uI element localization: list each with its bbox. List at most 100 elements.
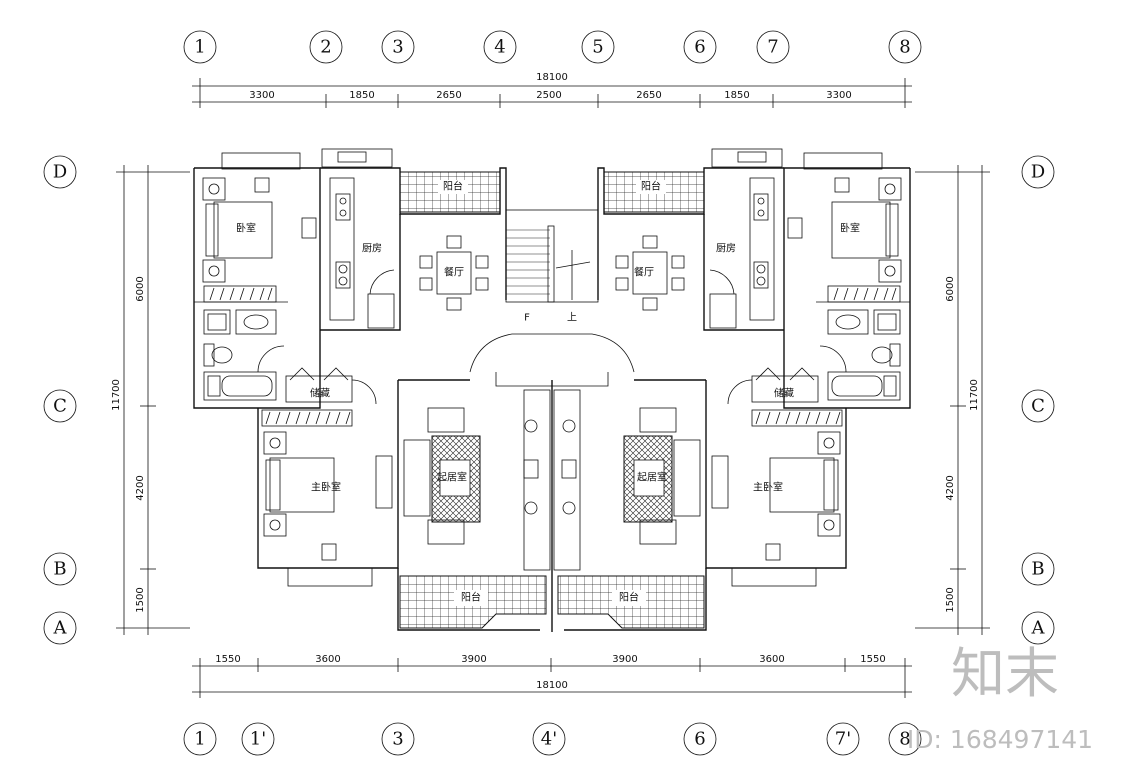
axis-bubble-right-C: C (1021, 389, 1055, 423)
watermark: 知末 ID: 168497141 (907, 642, 1093, 754)
svg-text:起居室: 起居室 (437, 471, 467, 484)
svg-text:厨房: 厨房 (716, 242, 736, 255)
svg-text:阳台: 阳台 (443, 180, 463, 193)
axis-bubble-bottom-8: 8 (888, 722, 922, 756)
svg-text:阳台: 阳台 (619, 591, 639, 604)
left-dining: 餐厅 (419, 235, 489, 311)
left-bathroom (203, 309, 285, 401)
right-master-bedroom: 主卧室 (711, 409, 843, 561)
left-bedroom: 卧室 (202, 177, 317, 283)
bottom-dim-1: 1550 (215, 654, 240, 665)
right-storage: 储藏 (727, 367, 819, 405)
svg-text:1': 1' (250, 729, 266, 750)
svg-text:卧室: 卧室 (840, 222, 860, 235)
stairwell: F 上 (469, 209, 635, 571)
axis-bubble-bottom-3: 3 (381, 722, 415, 756)
svg-text:储藏: 储藏 (310, 387, 330, 400)
balcony-top-right: 阳台 (603, 171, 705, 213)
bottom-dim-6: 1550 (860, 654, 885, 665)
right-living: 起居室 (561, 407, 701, 545)
svg-text:B: B (1031, 559, 1044, 580)
left-axis-bubbles: D C B A (43, 155, 77, 645)
axis-bubble-bottom-1p: 1' (241, 722, 275, 756)
axis-bubble-top-7: 7 (756, 30, 790, 64)
left-storage: 储藏 (285, 367, 377, 405)
bottom-dimensions: 1550 3600 3900 3900 3600 1550 18100 (192, 654, 912, 698)
top-dimensions: 18100 3300 1850 2650 2500 2650 1850 3300 (192, 72, 912, 108)
balcony-top-left: 阳台 (399, 171, 501, 213)
right-dim-1: 6000 (945, 276, 956, 301)
svg-text:6: 6 (694, 729, 705, 750)
left-total-dim: 11700 (111, 379, 122, 411)
stair-down-label: F (524, 313, 530, 324)
axis-bubble-bottom-4p: 4' (532, 722, 566, 756)
left-master-bay-window (287, 567, 373, 587)
svg-text:厨房: 厨房 (362, 242, 382, 255)
svg-text:A: A (53, 618, 68, 639)
top-dim-7: 3300 (826, 90, 851, 101)
svg-text:7': 7' (835, 729, 851, 750)
axis-bubble-top-4: 4 (483, 30, 517, 64)
bottom-dim-2: 3600 (315, 654, 340, 665)
bottom-dim-4: 3900 (612, 654, 637, 665)
top-window-bays (221, 148, 883, 170)
svg-text:B: B (53, 559, 66, 580)
axis-bubble-bottom-1: 1 (183, 722, 217, 756)
right-master-bay-window (731, 567, 817, 587)
axis-bubble-right-A: A (1021, 611, 1055, 645)
svg-text:储藏: 储藏 (774, 387, 794, 400)
right-closet (827, 285, 901, 303)
axis-bubble-top-3: 3 (381, 30, 415, 64)
axis-bubble-left-A: A (43, 611, 77, 645)
svg-text:D: D (1031, 162, 1045, 183)
svg-text:餐厅: 餐厅 (634, 266, 654, 279)
axis-bubble-top-8: 8 (888, 30, 922, 64)
left-dimensions: 11700 6000 4200 1500 (111, 165, 190, 635)
balcony-bottom-right: 阳台 (557, 575, 705, 629)
axis-bubble-top-2: 2 (309, 30, 343, 64)
watermark-id: ID: 168497141 (907, 725, 1093, 754)
axis-bubble-right-B: B (1021, 552, 1055, 586)
svg-text:阳台: 阳台 (641, 180, 661, 193)
axis-bubble-left-B: B (43, 552, 77, 586)
right-dimensions: 11700 6000 4200 1500 (915, 165, 990, 635)
right-total-dim: 11700 (969, 379, 980, 411)
right-bedroom: 卧室 (787, 177, 902, 283)
axis-bubble-top-5: 5 (581, 30, 615, 64)
svg-text:8: 8 (899, 729, 910, 750)
left-closet (203, 285, 277, 303)
svg-text:C: C (1031, 396, 1045, 417)
top-dim-6: 1850 (724, 90, 749, 101)
stair-up-label: 上 (567, 312, 577, 324)
svg-text:C: C (53, 396, 67, 417)
svg-text:4: 4 (494, 37, 505, 58)
building-walls (193, 167, 911, 632)
svg-text:1: 1 (194, 729, 205, 750)
svg-text:2: 2 (320, 37, 331, 58)
axis-bubble-right-D: D (1021, 155, 1055, 189)
right-dim-3: 1500 (945, 587, 956, 612)
balcony-bottom-left: 阳台 (399, 575, 547, 629)
bottom-axis-bubbles: 1 1' 3 4' 6 7' 8 (183, 722, 922, 756)
top-dim-4: 2500 (536, 90, 561, 101)
right-dining: 餐厅 (615, 235, 685, 311)
left-master-bedroom: 主卧室 (261, 409, 393, 561)
top-axis-bubbles: 1 2 3 4 5 6 7 8 (183, 30, 922, 64)
left-dim-1: 6000 (135, 276, 146, 301)
axis-bubble-top-6: 6 (683, 30, 717, 64)
left-kitchen: 厨房 (329, 177, 395, 329)
svg-text:主卧室: 主卧室 (753, 481, 783, 494)
top-dim-5: 2650 (636, 90, 661, 101)
axis-bubble-bottom-6: 6 (683, 722, 717, 756)
svg-text:3: 3 (392, 729, 403, 750)
top-total-dim: 18100 (536, 72, 568, 83)
bottom-total-dim: 18100 (536, 680, 568, 691)
right-axis-bubbles: D C B A (1021, 155, 1055, 645)
axis-bubble-top-1: 1 (183, 30, 217, 64)
axis-bubble-bottom-7p: 7' (826, 722, 860, 756)
svg-text:4': 4' (541, 729, 557, 750)
left-dim-3: 1500 (135, 587, 146, 612)
left-living: 起居室 (403, 407, 539, 545)
svg-text:1: 1 (194, 37, 205, 58)
